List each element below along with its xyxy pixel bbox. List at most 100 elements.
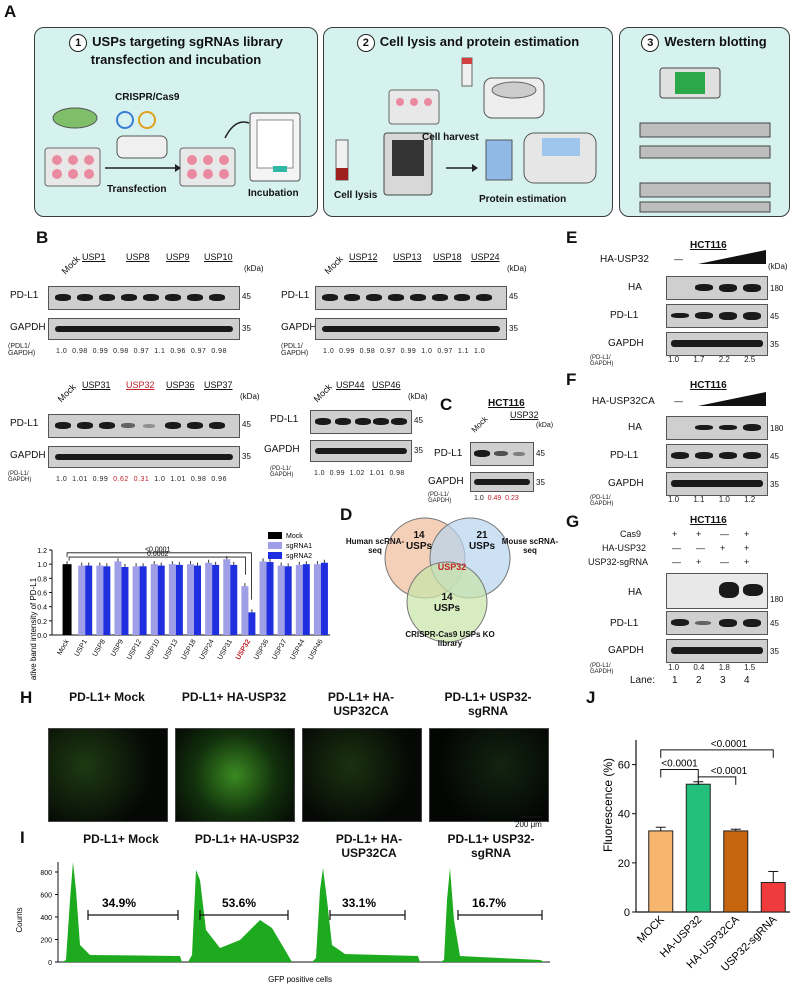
row-label: GAPDH — [608, 645, 644, 656]
x-tick-label: USP44 — [289, 638, 306, 661]
bar — [648, 830, 674, 913]
bar — [230, 564, 238, 635]
step1-number: 1 — [69, 34, 88, 52]
marker: 180 — [770, 284, 784, 293]
group-label: USP37 — [204, 380, 233, 390]
blot-b4: Mock USP44 USP46 (kDa) PD-L1 45 GAPDH 35… — [264, 378, 440, 488]
p-value-label: <0.0001 — [711, 739, 748, 750]
percent-1: 34.9% — [102, 896, 136, 910]
gapdh-blot — [470, 472, 534, 492]
incubation-label: Incubation — [248, 188, 299, 199]
scale-bar — [520, 816, 542, 818]
marker: 45 — [770, 312, 779, 321]
lane-number: 4 — [744, 675, 750, 686]
y-tick-label: 60 — [618, 760, 630, 772]
bar — [187, 564, 194, 635]
cell-line-title: HCT116 — [690, 515, 727, 526]
lane-mock: Mock — [311, 381, 334, 405]
cond-mark: — — [672, 543, 681, 553]
bar — [320, 562, 328, 635]
panel-f: HCT116 HA-USP32CA — HA 180 PD-L1 45 GAPD… — [592, 380, 790, 510]
pdl1-blot — [470, 442, 534, 466]
ratio-label: (PD-L1/ GAPDH) — [590, 495, 614, 507]
significance-bracket — [660, 749, 774, 758]
marker-35: 35 — [242, 452, 251, 461]
cond-label: USP32-sgRNA — [588, 557, 649, 567]
lane-number: 2 — [696, 675, 702, 686]
bar — [302, 564, 310, 635]
bar — [157, 565, 165, 635]
percent-2: 53.6% — [222, 896, 256, 910]
gapdh-label: GAPDH — [281, 322, 317, 333]
x-tick-label: USP1 — [74, 638, 89, 657]
h-title-3: PD-L1+ HA-USP32CA — [327, 690, 395, 718]
histogram-3 — [312, 868, 420, 962]
gapdh-label: GAPDH — [10, 322, 46, 333]
significance-bracket — [660, 768, 699, 778]
negative-mark: — — [674, 254, 683, 264]
lane-mock: Mock — [469, 414, 490, 435]
harvest-label: Cell harvest — [422, 132, 479, 143]
venn-library-label: CRISPR-Cas9 USPs KO library — [405, 630, 495, 648]
micrograph-mock — [48, 728, 168, 822]
bar — [62, 564, 72, 635]
panel-c: HCT116 Mock USP32 (kDa) PD-L1 45 GAPDH 3… — [428, 398, 560, 498]
cond-mark: + — [744, 557, 750, 567]
panel-e: HCT116 HA-USP32 — (kDa) HA 180 PD-L1 45 … — [600, 240, 790, 370]
step3-illustration — [639, 67, 771, 213]
panel-label-a: A — [4, 2, 17, 21]
cond-mark: + — [720, 543, 726, 553]
x-tick-label: USP13 — [162, 638, 179, 661]
i-title-2: PD-L1+ HA-USP32 — [194, 832, 300, 846]
construct-label: HA-USP32 — [600, 254, 649, 265]
marker-45: 45 — [536, 449, 545, 458]
pdl1-label: PD-L1 — [270, 414, 299, 425]
bar — [168, 564, 176, 635]
row-label: GAPDH — [608, 478, 644, 489]
percent-4: 16.7% — [472, 896, 506, 910]
cond-mark: — — [720, 557, 729, 567]
marker: 45 — [770, 452, 779, 461]
x-tick-label: USP8 — [92, 638, 107, 657]
group-label-highlight: USP32 — [126, 380, 155, 390]
crispr-label: CRISPR/Cas9 — [115, 92, 180, 103]
bar — [194, 565, 201, 635]
venn-center: USP32 — [437, 562, 467, 572]
legend-label: sgRNA1 — [286, 543, 312, 550]
gapdh-blot — [310, 440, 412, 462]
lane-number: 3 — [720, 675, 726, 686]
bar — [150, 564, 158, 635]
cond-label: HA-USP32 — [602, 543, 647, 553]
bar — [284, 566, 292, 635]
y-tick-label: 0 — [624, 907, 630, 919]
group-label: USP12 — [349, 252, 378, 262]
venn-human-count: 14 USPs — [405, 530, 433, 552]
x-tick-label: USP12 — [126, 638, 143, 661]
cond-mark: + — [696, 529, 702, 539]
gradient-wedge — [698, 250, 766, 264]
venn-mouse-label: Mouse scRNA-seq — [501, 537, 559, 555]
significance-bracket — [68, 556, 246, 575]
usp-screen-chart: Relative band intensity of PD-L1 0.00.20… — [29, 532, 330, 680]
y-tick-label: 40 — [618, 809, 630, 821]
bar — [139, 566, 147, 635]
estimation-label: Protein estimation — [479, 194, 567, 205]
group-label: USP44 — [336, 380, 365, 390]
y-tick-label: 1.2 — [37, 548, 47, 555]
y-tick-label: 20 — [618, 858, 630, 870]
bar — [313, 564, 321, 635]
group-label: USP18 — [433, 252, 462, 262]
pdl1-label: PD-L1 — [10, 290, 39, 301]
legend-swatch — [268, 552, 282, 559]
x-tick-label: USP24 — [199, 638, 216, 661]
pdl1-blot — [666, 444, 768, 468]
bar — [114, 561, 122, 635]
pdl1-blot — [666, 611, 768, 635]
bar — [205, 562, 213, 635]
bar — [78, 565, 86, 635]
gapdh-label: GAPDH — [428, 476, 464, 487]
ratio-values: 1.0 1.01 0.99 0.62 0.31 1.0 1.01 0.98 0.… — [56, 476, 227, 483]
